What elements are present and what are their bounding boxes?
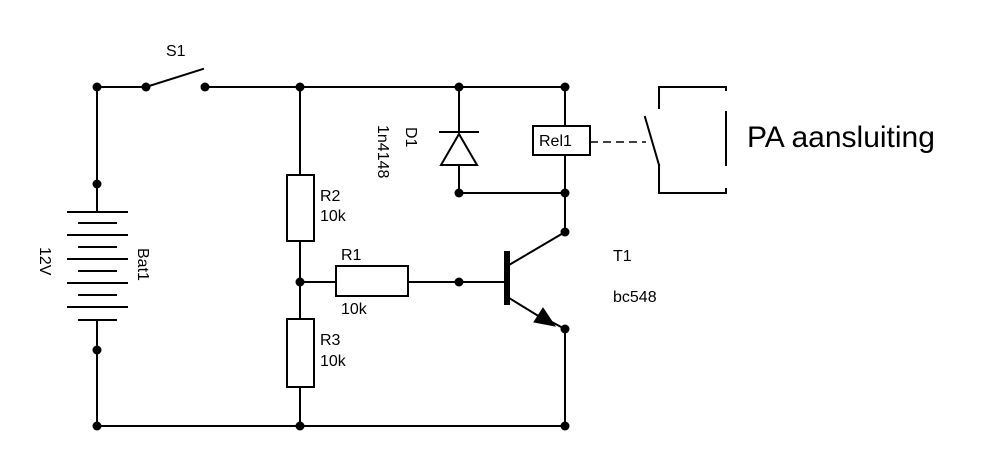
switch-lever xyxy=(144,67,205,89)
junction-dot xyxy=(92,179,102,189)
junction-dots xyxy=(92,82,570,431)
junction-dot xyxy=(92,345,102,355)
diode-triangle xyxy=(439,132,479,166)
junction-dot xyxy=(454,277,464,287)
resistor-r2-body xyxy=(286,174,315,242)
switch-name: S1 xyxy=(166,43,186,60)
junction-dot xyxy=(295,277,305,287)
resistor-r3-value: 10k xyxy=(320,353,347,370)
wires xyxy=(96,86,566,427)
battery-bat1: 12V Bat1 xyxy=(36,211,151,321)
junction-dot xyxy=(141,82,151,92)
relay-rel1: Rel1 PA aansluiting xyxy=(532,86,935,194)
junction-dot xyxy=(454,188,464,198)
output-label: PA aansluiting xyxy=(747,121,935,154)
junction-dot xyxy=(454,82,464,92)
junction-dot xyxy=(200,82,210,92)
diode-name: D1 xyxy=(402,127,419,148)
resistor-r2-name: R2 xyxy=(320,188,341,205)
junction-dot xyxy=(560,82,570,92)
resistor-r1-value: 10k xyxy=(341,301,368,318)
resistor-r1-name: R1 xyxy=(341,247,362,264)
switch-s1: S1 xyxy=(144,43,205,89)
resistor-r2: R2 10k xyxy=(286,174,347,242)
junction-dot xyxy=(560,188,570,198)
resistor-r1: R1 10k xyxy=(335,247,409,318)
junction-dot xyxy=(295,82,305,92)
transistor-emitter-arrow xyxy=(533,307,557,327)
diode-part: 1n4148 xyxy=(374,125,391,178)
battery-name: Bat1 xyxy=(134,248,151,281)
relay-name: Rel1 xyxy=(539,133,572,150)
transistor-emitter xyxy=(507,296,542,319)
junction-dot xyxy=(92,421,102,431)
transistor-collector xyxy=(507,230,567,267)
relay-contact-bottom xyxy=(658,164,727,194)
junction-dot xyxy=(92,82,102,92)
relay-contact-lever xyxy=(643,115,661,167)
transistor-part: bc548 xyxy=(613,289,657,306)
diode-d1: D1 1n4148 xyxy=(374,125,479,178)
junction-dot xyxy=(560,227,570,237)
battery-voltage: 12V xyxy=(36,247,53,276)
resistor-r2-value: 10k xyxy=(320,208,347,225)
junction-dot xyxy=(560,324,570,334)
resistor-r3-name: R3 xyxy=(320,332,341,349)
transistor-name: T1 xyxy=(613,248,632,265)
transistor-t1: T1 bc548 xyxy=(504,230,657,331)
resistor-r3: R3 10k xyxy=(286,318,347,388)
relay-coil-box xyxy=(532,125,591,156)
junction-dot xyxy=(560,421,570,431)
resistor-r1-body xyxy=(335,265,409,297)
relay-contact-top xyxy=(658,86,727,109)
junction-dot xyxy=(295,421,305,431)
resistor-r3-body xyxy=(286,318,315,388)
